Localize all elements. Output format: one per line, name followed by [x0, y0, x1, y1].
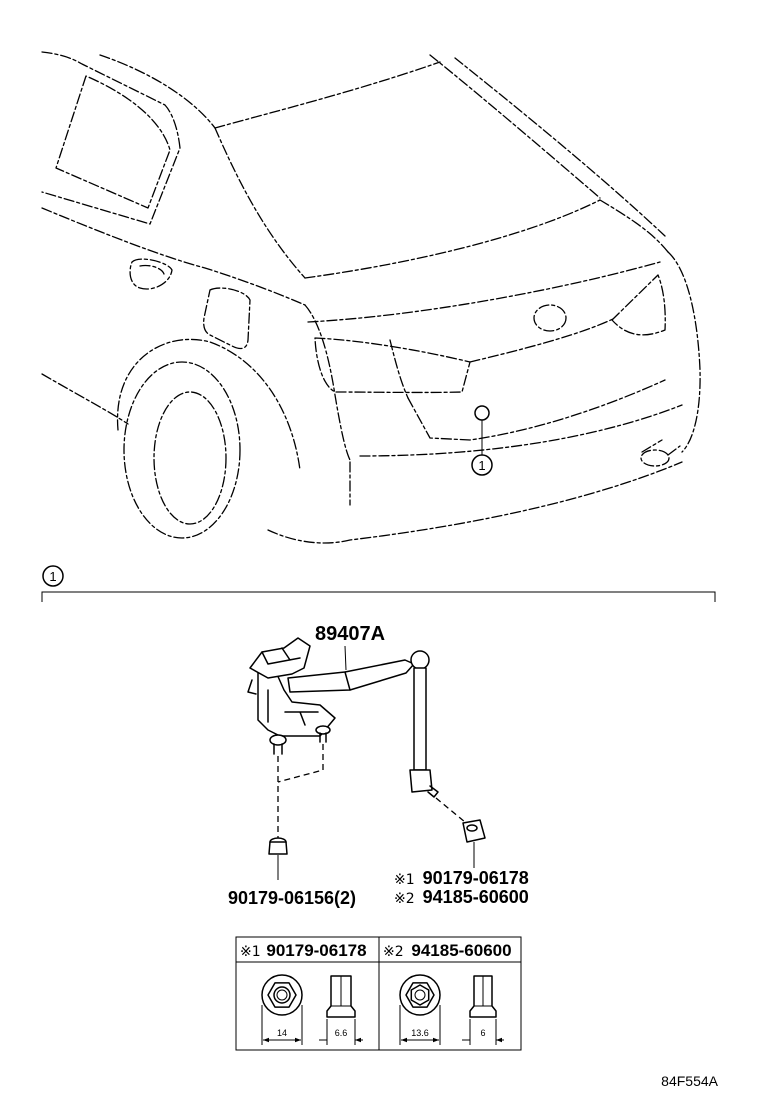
exhaust-pipe-lines: [641, 439, 681, 456]
belt-line: [41, 207, 306, 306]
stud-right-assembly-line: [277, 744, 324, 783]
right-tail-lamp: [611, 274, 666, 336]
nut-2-hex-icon: [405, 982, 435, 1008]
c-pillar-right-line: [454, 57, 666, 237]
nut-hole: [466, 824, 478, 832]
roof-edge-line: [99, 54, 216, 129]
license-plate-recess: [407, 379, 666, 441]
car-rear-view: 1: [41, 51, 701, 544]
nut-part: ※1 90179-06178 ※2 94185-60600: [394, 819, 529, 907]
nut-2-thread: [414, 989, 426, 1001]
nut-1-thread: [273, 986, 291, 1004]
nut-1-front-view: [261, 974, 303, 1016]
trunk-emblem: [533, 304, 567, 332]
nut-1-hex-icon: [267, 982, 297, 1008]
nut-option-2-marker: ※2: [394, 891, 415, 907]
section-bracket-line: [41, 591, 716, 602]
rear-glass-right-edge: [429, 54, 601, 199]
bracket-stud-right: [315, 725, 331, 735]
section-header: 1: [41, 565, 716, 602]
bolt-part: 90179-06156(2): [228, 837, 356, 908]
sensor-location-marker: [474, 405, 490, 421]
wheel-arch: [116, 338, 301, 471]
nut-2-dimensions: 13.6 6: [399, 1005, 504, 1045]
nut-1-width-extension-lines: [261, 1005, 303, 1045]
bolt-part-number[interactable]: 90179-06156(2): [228, 888, 356, 908]
nut-1-side-view: [326, 975, 356, 1018]
stud-left-shank: [273, 743, 283, 755]
illustration-code: 84F554A: [661, 1073, 718, 1089]
door-handle-inner: [139, 264, 165, 275]
table-header-1-part-number[interactable]: 90179-06178: [266, 941, 366, 960]
left-tail-lamp: [314, 337, 471, 394]
bumper-bottom-line: [267, 461, 683, 544]
nut-1-thickness-dimension: 6.6: [335, 1028, 348, 1038]
fuel-door: [203, 287, 251, 350]
nut-assembly-line: [435, 797, 466, 823]
nut-1-thread-inner: [276, 989, 288, 1001]
nut-1-side-detail: [331, 976, 351, 1007]
trunk-front-edge: [304, 199, 601, 279]
stud-right-shank: [319, 732, 327, 743]
nut-1-dimensions: 14 6.6: [261, 1005, 363, 1045]
height-sensor-assembly: 89407A: [247, 623, 466, 838]
nut-2-side-detail: [474, 976, 492, 1007]
nut-option-1-part-number[interactable]: 90179-06178: [423, 868, 529, 888]
nut-2-side-view: [469, 975, 497, 1018]
nut-2-front-view: [399, 974, 441, 1016]
nut-2-inner-hex: [410, 984, 430, 1006]
nut-option-2-part-number[interactable]: 94185-60600: [423, 887, 529, 907]
rear-side-window-inner: [55, 75, 171, 209]
rear-tire-inner: [153, 391, 227, 525]
rear-deck-line: [214, 61, 441, 129]
bracket-plate-detail: [267, 689, 319, 726]
table-header-1-marker: ※1: [240, 944, 261, 960]
sensor-housing: [249, 637, 311, 679]
bumper-mid-line: [359, 404, 683, 457]
table-header-2-marker: ※2: [383, 944, 404, 960]
nut-2-width-dimension: 13.6: [411, 1028, 429, 1038]
door-handle: [129, 258, 173, 290]
trunk-lower-edge: [469, 317, 616, 363]
link-rod: [413, 667, 427, 771]
car-callout-label: 1: [478, 458, 485, 473]
body-right-edge: [667, 251, 701, 453]
table-header-2-part-number[interactable]: 94185-60600: [411, 941, 511, 960]
rear-side-window-outer: [41, 51, 181, 225]
nut-dimension-table: ※1 90179-06178 ※2 94185-60600 14 6.6: [235, 936, 522, 1051]
lever-arm-bend: [344, 671, 351, 691]
trunk-right-edge: [599, 199, 669, 253]
sensor-bracket-plate: [257, 671, 336, 737]
rear-tire-outer: [123, 361, 241, 539]
sensor-lever-arm: [287, 659, 415, 693]
section-callout-circle: [42, 565, 64, 587]
nut-1-flange: [261, 974, 303, 1016]
link-lower-stud: [427, 785, 439, 798]
exhaust-tip: [640, 449, 670, 467]
link-upper-ball-joint: [410, 650, 430, 670]
nut-option-1-marker: ※1: [394, 872, 415, 888]
nut-2-flange: [399, 974, 441, 1016]
table-header-1: ※1 90179-06178: [240, 941, 367, 960]
section-callout-label: 1: [49, 569, 56, 584]
nut-2-width-extension-lines: [399, 1005, 441, 1045]
sensor-housing-detail: [247, 647, 301, 695]
rocker-line: [41, 373, 129, 425]
trunk-rear-lip: [307, 261, 661, 323]
bolt-icon: [268, 841, 288, 855]
quarter-panel-edge: [304, 304, 351, 461]
sensor-leader-line: [344, 645, 347, 671]
link-lower-joint: [409, 769, 433, 793]
nut-option-2-label[interactable]: ※2 94185-60600: [394, 887, 529, 907]
nut-2-thickness-dimension: 6: [480, 1028, 485, 1038]
nut-1-width-dimension: 14: [277, 1028, 287, 1038]
table-header-2: ※2 94185-60600: [383, 941, 512, 960]
tail-lamp-divider: [389, 339, 409, 399]
bracket-stud-left: [269, 734, 287, 746]
c-pillar-line: [214, 127, 306, 279]
nut-option-1-label[interactable]: ※1 90179-06178: [394, 868, 529, 888]
sensor-part-number[interactable]: 89407A: [315, 623, 385, 645]
car-callout-circle: [471, 454, 493, 476]
